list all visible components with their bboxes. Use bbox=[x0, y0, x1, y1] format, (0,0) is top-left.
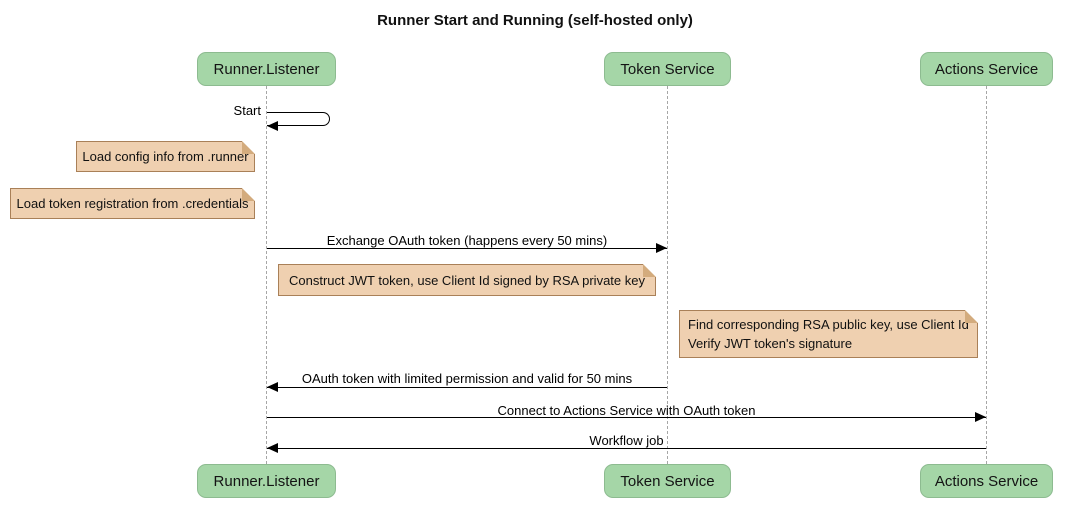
lifeline-runner-listener bbox=[266, 86, 267, 464]
message-label-start: Start bbox=[233, 103, 261, 118]
participant-top-token-service: Token Service bbox=[604, 52, 731, 86]
note-text: Construct JWT token, use Client Id signe… bbox=[289, 272, 645, 288]
note-load-token-registration: Load token registration from .credential… bbox=[10, 188, 255, 219]
message-line bbox=[267, 417, 986, 418]
diagram-title: Runner Start and Running (self-hosted on… bbox=[377, 12, 693, 29]
arrowhead-left-icon bbox=[267, 382, 278, 392]
participant-top-actions-service: Actions Service bbox=[920, 52, 1053, 86]
message-label-exchange-oauth: Exchange OAuth token (happens every 50 m… bbox=[326, 233, 608, 248]
participant-label: Actions Service bbox=[934, 60, 1039, 78]
participant-label: Token Service bbox=[620, 472, 715, 490]
note-load-config: Load config info from .runner bbox=[76, 141, 255, 172]
note-text-line2: Verify JWT token's signature bbox=[688, 336, 853, 351]
message-label-workflow-job: Workflow job bbox=[589, 433, 664, 448]
participant-label: Runner.Listener bbox=[213, 60, 320, 78]
arrowhead-right-icon bbox=[656, 243, 667, 253]
note-text: Load config info from .runner bbox=[82, 149, 249, 164]
message-line bbox=[267, 387, 667, 388]
participant-bottom-actions-service: Actions Service bbox=[920, 464, 1053, 498]
lifeline-token-service bbox=[667, 86, 668, 464]
note-text: Load token registration from .credential… bbox=[16, 196, 249, 211]
participant-label: Actions Service bbox=[934, 472, 1039, 490]
participant-top-runner-listener: Runner.Listener bbox=[197, 52, 336, 86]
message-line bbox=[267, 448, 986, 449]
note-fold-icon bbox=[965, 310, 978, 323]
participant-label: Token Service bbox=[620, 60, 715, 78]
message-line bbox=[267, 248, 667, 249]
participant-label: Runner.Listener bbox=[213, 472, 320, 490]
message-label-connect-actions: Connect to Actions Service with OAuth to… bbox=[497, 403, 756, 418]
participant-bottom-token-service: Token Service bbox=[604, 464, 731, 498]
note-fold-icon bbox=[242, 188, 255, 201]
note-fold-icon bbox=[643, 264, 656, 277]
self-message-loop bbox=[267, 112, 330, 126]
arrowhead-right-icon bbox=[975, 412, 986, 422]
lifeline-actions-service bbox=[986, 86, 987, 464]
arrowhead-left-icon bbox=[267, 121, 278, 131]
note-text-line1: Find corresponding RSA public key, use C… bbox=[688, 317, 969, 332]
participant-bottom-runner-listener: Runner.Listener bbox=[197, 464, 336, 498]
note-fold-icon bbox=[242, 141, 255, 154]
note-verify-jwt: Find corresponding RSA public key, use C… bbox=[679, 310, 978, 358]
note-construct-jwt: Construct JWT token, use Client Id signe… bbox=[278, 264, 656, 296]
message-label-oauth-token-returned: OAuth token with limited permission and … bbox=[301, 371, 633, 386]
arrowhead-left-icon bbox=[267, 443, 278, 453]
